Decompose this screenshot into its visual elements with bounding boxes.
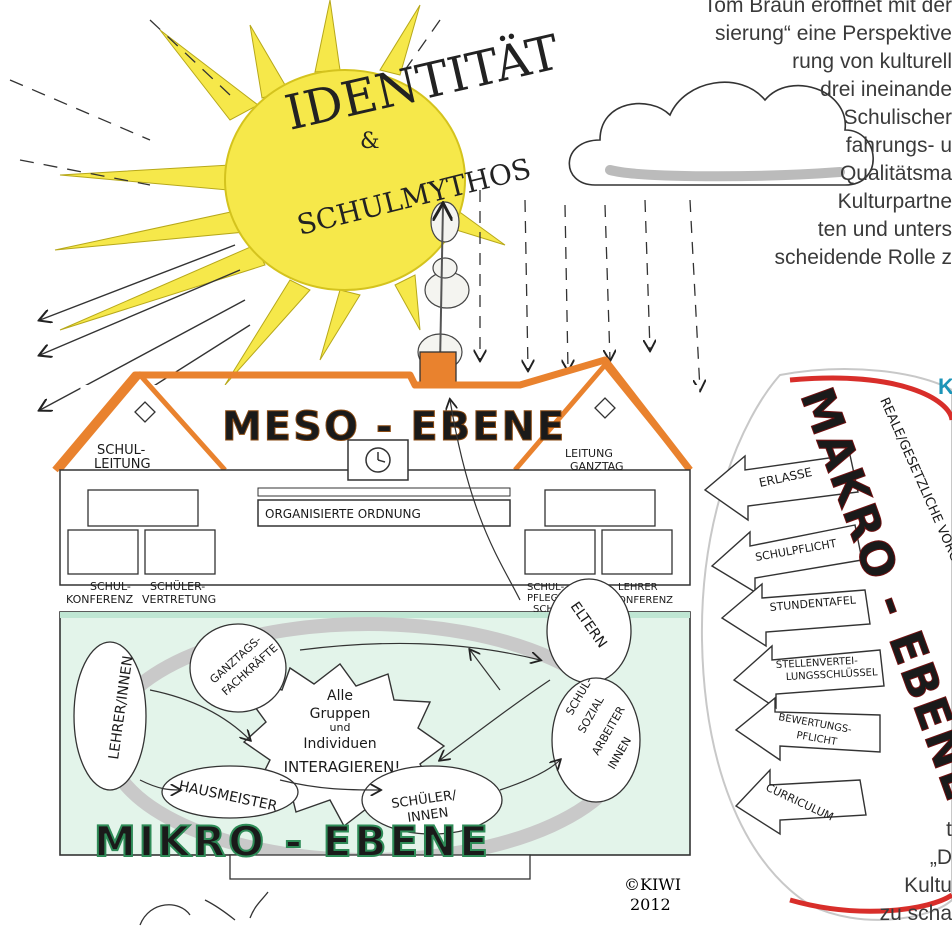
label-organisierte-ordnung: ORGANISIERTE ORDNUNG: [265, 507, 421, 521]
article-line-4: drei ineinande: [820, 78, 952, 101]
group-schueler-2: INNEN: [406, 805, 449, 826]
sun-graphic: [54, 0, 506, 386]
label-leitung-ganztag-1: LEITUNG: [565, 447, 613, 460]
article-line-1: Tom Braun eröffnet mit der: [703, 0, 952, 17]
makro-arrow-4-1: STELLENVERTEI-: [776, 656, 859, 671]
article-line-9: ten und unters: [817, 218, 952, 241]
article-line-3: rung von kulturell: [792, 50, 952, 73]
sun-rays-dashed: [9, 19, 441, 186]
school-building: [52, 351, 700, 586]
label-schulkonferenz-1: SCHUL-: [90, 580, 131, 593]
label-schulpflegschaft-1: SCHUL-: [527, 582, 565, 593]
section-heading-fragment: K: [938, 374, 952, 399]
article-tail-1: t: [946, 818, 952, 841]
smoke-arrow: [440, 205, 443, 366]
mikro-title: MIKRO - EBENE: [94, 817, 491, 866]
makro-arrows: [703, 454, 885, 836]
signature-year: 2012: [630, 895, 671, 914]
label-schulkonferenz-2: KONFERENZ: [66, 593, 134, 606]
label-schuelervertretung-1: SCHÜLER-: [150, 580, 205, 593]
rain-arrows: [480, 190, 700, 390]
interaction-arrows: [139, 400, 560, 790]
article-line-2: sierung“ eine Perspektive: [715, 22, 952, 45]
sun-arrows: [40, 244, 251, 420]
cloud-graphic: [568, 81, 874, 186]
label-schuelervertretung-2: VERTRETUNG: [142, 593, 216, 606]
group-clouds: [73, 578, 641, 835]
label-lehrerkonferenz-1: LEHRER: [618, 582, 658, 593]
meso-title: MESO - EBENE: [222, 404, 566, 450]
center-line-1: Alle: [327, 688, 353, 704]
article-tail-2: „D: [929, 846, 952, 869]
center-line-5: INTERAGIEREN!: [284, 758, 401, 776]
signature-name: ©KIWI: [624, 875, 681, 894]
article-line-6: fahrungs- u: [845, 134, 952, 157]
label-lehrerkonferenz-2: KONFERENZ: [612, 595, 673, 606]
center-line-2: Gruppen: [310, 706, 371, 722]
article-line-5: Schulischer: [843, 106, 952, 129]
center-line-4: Individuen: [303, 736, 376, 752]
label-schulleitung-1: SCHUL-: [97, 443, 146, 458]
label-schulleitung-2: LEITUNG: [94, 457, 151, 472]
article-tail-4: zu scha: [879, 902, 952, 925]
article-line-10: scheidende Rolle z: [774, 246, 952, 269]
article-line-8: Kulturpartne: [837, 190, 952, 213]
article-line-7: Qualitätsma: [839, 162, 952, 185]
article-tail-3: Kultu: [904, 874, 952, 897]
bottom-doodle: [139, 891, 269, 926]
label-leitung-ganztag-2: GANZTAG: [570, 460, 624, 473]
label-schulpflegschaft-2: PFLEG-: [527, 593, 562, 604]
sun-amp: &: [360, 129, 380, 154]
center-line-3: und: [330, 721, 351, 734]
